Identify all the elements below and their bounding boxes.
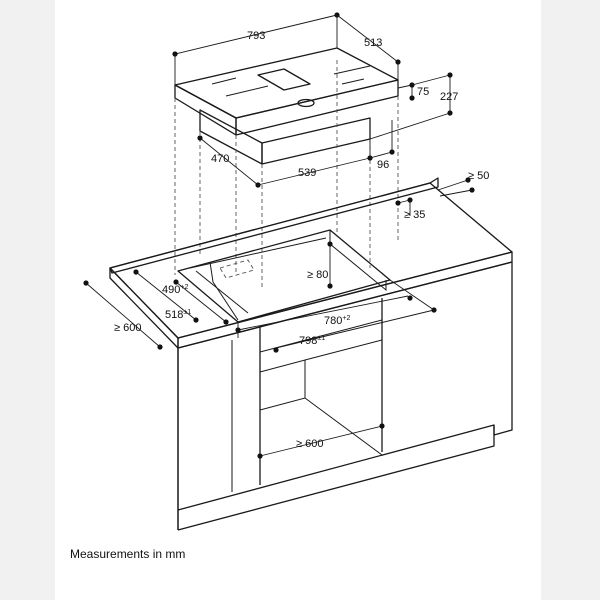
cutout-wall-left xyxy=(209,261,239,321)
label-rear-clearance: ≥ 50 xyxy=(468,170,489,182)
label-hob-height-total: 227 xyxy=(440,91,458,103)
label-body-width: 539 xyxy=(298,167,316,179)
label-cutout-width: 780+2 xyxy=(324,315,350,327)
cutout-inner-left xyxy=(195,270,249,314)
label-hob-height-top: 75 xyxy=(417,86,429,98)
label-cutout-width-outer: 798±1 xyxy=(299,335,325,347)
cabinet xyxy=(177,261,513,531)
label-counter-depth: ≥ 600 xyxy=(114,322,141,334)
hob-unit xyxy=(174,47,399,165)
label-under-clearance: ≥ 80 xyxy=(307,269,328,281)
label-rear-edge: ≥ 35 xyxy=(404,209,425,221)
hob-vent-slot xyxy=(257,68,311,91)
hob-left-face xyxy=(174,84,237,136)
label-cutout-depth: 490+2 xyxy=(162,284,188,296)
countertop-backsplash xyxy=(109,177,439,274)
cutout-opening xyxy=(177,229,391,323)
cabinet-front xyxy=(177,261,513,511)
cutout-wall-right xyxy=(329,230,387,292)
inner-recess-left xyxy=(259,359,306,398)
hob-surface-marks xyxy=(211,65,371,97)
cutout-inner-back xyxy=(189,237,327,269)
countertop-left-edge xyxy=(109,267,179,349)
label-body-depth: 470 xyxy=(211,153,229,165)
projection-lines xyxy=(174,60,399,290)
drawing-sheet xyxy=(55,0,541,600)
hob-top-surface xyxy=(174,47,399,119)
label-cabinet-width: ≥ 600 xyxy=(296,438,323,450)
label-hob-depth: 513 xyxy=(364,37,382,49)
countertop-front-edge xyxy=(177,251,513,349)
label-body-offset: 96 xyxy=(377,159,389,171)
hob-control-knob xyxy=(297,98,315,108)
label-hob-width: 793 xyxy=(247,30,265,42)
dimension-labels: 793 513 75 227 470 539 96 ≥ 50 ≥ 35 ≥ 80… xyxy=(114,30,489,450)
inner-recess-floor xyxy=(259,397,383,456)
dimension-lines xyxy=(83,12,475,459)
cutout-inner-box xyxy=(219,259,255,279)
countertop xyxy=(109,177,513,349)
label-cutout-depth-outer: 518±1 xyxy=(165,309,191,321)
caption: Measurements in mm xyxy=(70,547,185,561)
